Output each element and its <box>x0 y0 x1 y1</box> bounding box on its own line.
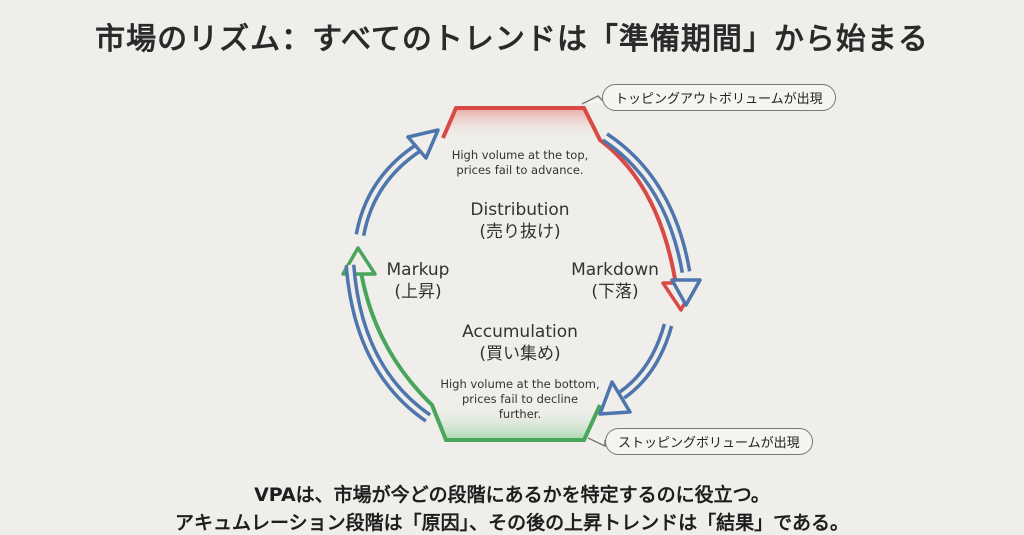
phase-name: Markdown <box>571 260 659 280</box>
blue-arrow-markdown <box>598 323 674 416</box>
blue-arrow-markup <box>354 128 440 237</box>
phase-markdown: Markdown (下落) <box>555 259 675 303</box>
callout-top-tail <box>581 95 605 105</box>
distribution-note-line: High volume at the top, <box>451 148 589 162</box>
phase-name-jp: (売り抜け) <box>479 222 561 242</box>
phase-markup: Markup (上昇) <box>368 259 468 303</box>
accumulation-note-line: further. <box>498 407 542 421</box>
blue-arrow-accumulation <box>344 264 432 423</box>
distribution-fill <box>443 108 600 140</box>
phase-name: Accumulation <box>462 322 578 342</box>
phase-name-jp: (上昇) <box>394 282 442 302</box>
callout-bottom-tail <box>587 437 606 448</box>
footer-line-2: アキュムレーション段階は「原因」、その後の上昇トレンドは「結果」である。 <box>175 512 849 534</box>
callout-topping-out-volume: トッピングアウトボリュームが出現 <box>602 84 836 111</box>
callout-stopping-volume: ストッピングボリュームが出現 <box>605 428 813 455</box>
accumulation-note-line: High volume at the bottom, <box>440 377 600 391</box>
distribution-red-arrow <box>441 106 678 286</box>
phase-name: Markup <box>386 260 450 280</box>
distribution-note: High volume at the top, prices fail to a… <box>420 148 620 178</box>
footer-line-1: VPAは、市場が今どの段階にあるかを特定するのに役立つ。 <box>254 484 770 506</box>
phase-name-jp: (下落) <box>591 282 639 302</box>
phase-accumulation: Accumulation (買い集め) <box>430 321 610 365</box>
accumulation-fill <box>432 405 600 440</box>
accumulation-note: High volume at the bottom, prices fail t… <box>420 377 620 422</box>
page-title: 市場のリズム：すべてのトレンドは「準備期間」から始まる <box>95 22 929 57</box>
phase-name: Distribution <box>470 200 570 220</box>
accumulation-note-line: prices fail to decline <box>461 392 579 406</box>
blue-arrow-distribution <box>601 132 702 307</box>
accumulation-green-arrow <box>359 271 602 442</box>
distribution-note-line: prices fail to advance. <box>456 163 584 177</box>
phase-distribution: Distribution (売り抜け) <box>440 199 600 243</box>
phase-name-jp: (買い集め) <box>479 344 561 364</box>
